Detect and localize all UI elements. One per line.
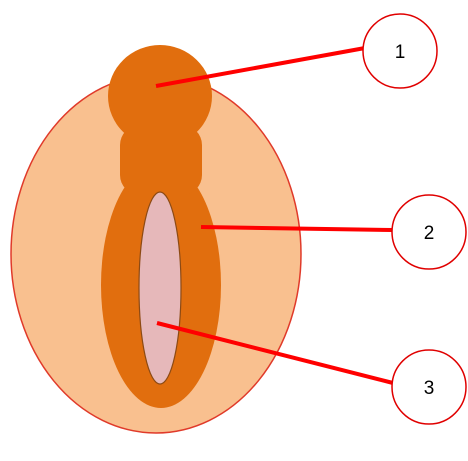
inner-layer-head <box>108 45 212 147</box>
callout-circle-1 <box>362 13 438 89</box>
callout-label-1: 1 <box>395 42 406 63</box>
core <box>138 191 182 385</box>
callout-label-3: 3 <box>424 378 435 399</box>
callout-circle-3 <box>391 349 467 425</box>
leader-line-1 <box>155 46 366 88</box>
callout-label-2: 2 <box>424 223 435 244</box>
leader-line-3 <box>156 321 394 385</box>
callout-circle-2 <box>391 194 467 270</box>
leader-line-2 <box>200 225 393 232</box>
